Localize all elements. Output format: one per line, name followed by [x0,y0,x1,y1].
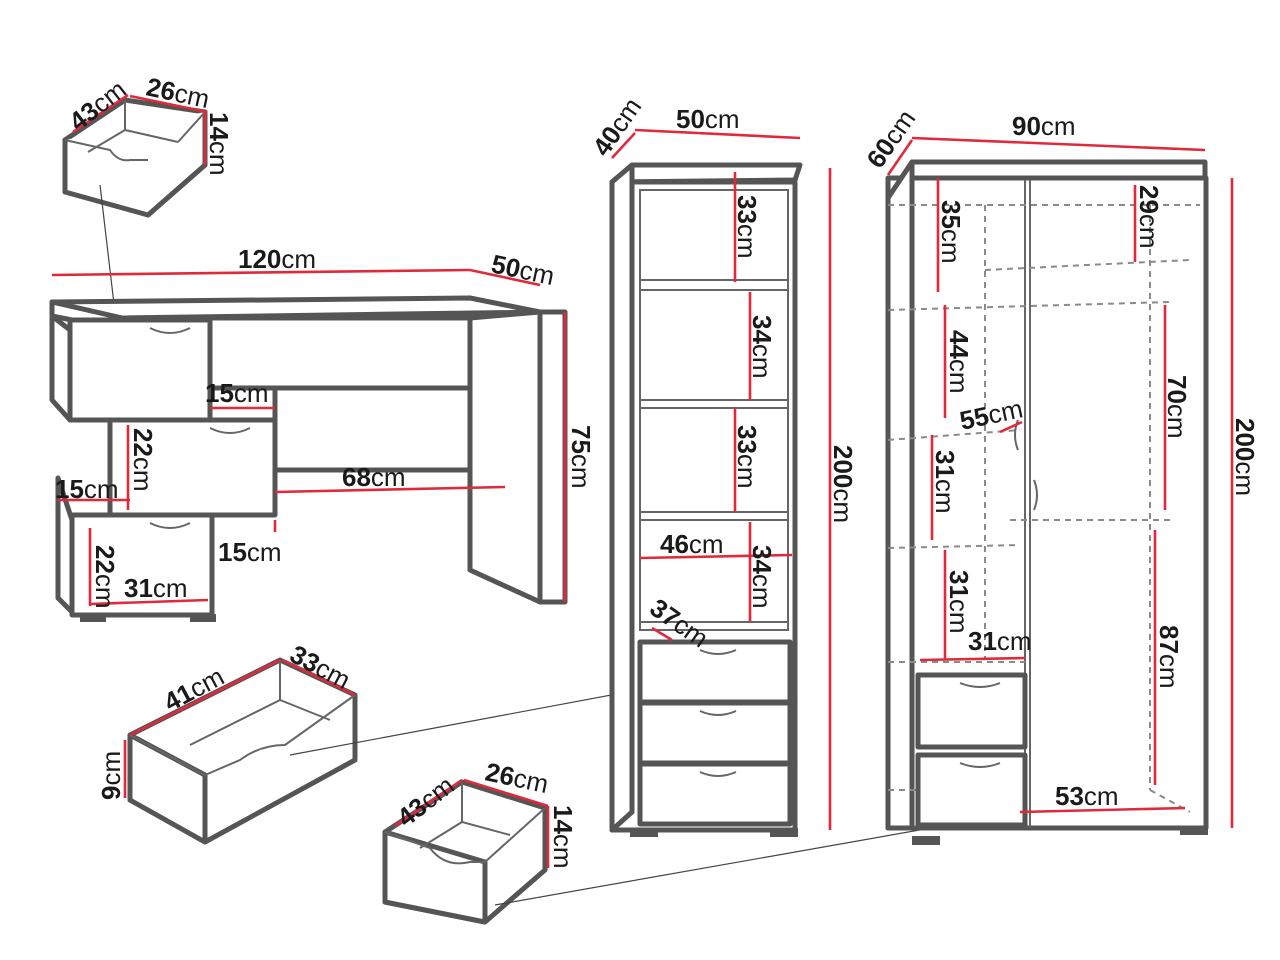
desk-drawer-offset-right-label: 15cm [218,537,282,567]
leader-line [494,821,966,906]
wardrobe-left-3-label: 31cm [930,450,960,514]
bookcase-inner-width-label: 46cm [660,529,724,559]
bookcase-height-label: 200cm [828,445,858,523]
wardrobe-left-4-label: 31cm [944,570,974,634]
big-drawer-height-label: 9cm [96,751,126,800]
bookcase [609,128,832,837]
bookcase-shelf-4-label: 34cm [747,545,777,609]
leader-line [289,684,666,756]
desk-height-label: 75cm [566,425,596,489]
desk-drawer-height-2-label: 22cm [90,545,120,609]
bookcase-width-label: 50cm [676,104,740,134]
small-drawer-top-width-label: 26cm [144,72,212,115]
small-drawer-bottom [382,778,550,925]
small-drawer-top-height-label: 14cm [204,112,234,176]
wardrobe-left-width-label: 31cm [968,626,1032,656]
desk-drawer-width-label: 31cm [124,573,188,603]
bookcase-shelf-1-label: 33cm [732,195,762,259]
wardrobe-right-top-label: 29cm [1134,185,1164,249]
desk-inner-width-label: 68cm [342,462,406,492]
bookcase-depth-label: 40cm [586,92,647,161]
wardrobe-right-mid-label: 70cm [1162,375,1192,439]
wardrobe-width-label: 90cm [1012,111,1076,141]
desk-depth-label: 50cm [489,249,557,292]
bookcase-shelf-3-label: 33cm [732,425,762,489]
wardrobe-height-label: 200cm [1230,418,1260,496]
small-drawer-bottom-width-label: 26cm [483,757,551,800]
wardrobe-left-1-label: 35cm [936,200,966,264]
wardrobe-left-2-label: 44cm [944,330,974,394]
big-drawer [123,657,358,845]
bookcase-shelf-2-label: 34cm [747,315,777,379]
wardrobe-right-low-label: 87cm [1154,625,1184,689]
wardrobe-door-width-label: 55cm [957,393,1025,436]
wardrobe [885,136,1234,845]
desk-drawer-offset-left-label: 15cm [55,474,119,504]
desk-width-label: 120cm [238,244,316,274]
wardrobe-right-width-label: 53cm [1055,781,1119,811]
desk-drawer-offset-top-label: 15cm [205,378,269,408]
desk [49,268,568,622]
desk-drawer-height-1-label: 22cm [128,428,158,492]
small-drawer-bottom-height-label: 14cm [548,805,578,869]
